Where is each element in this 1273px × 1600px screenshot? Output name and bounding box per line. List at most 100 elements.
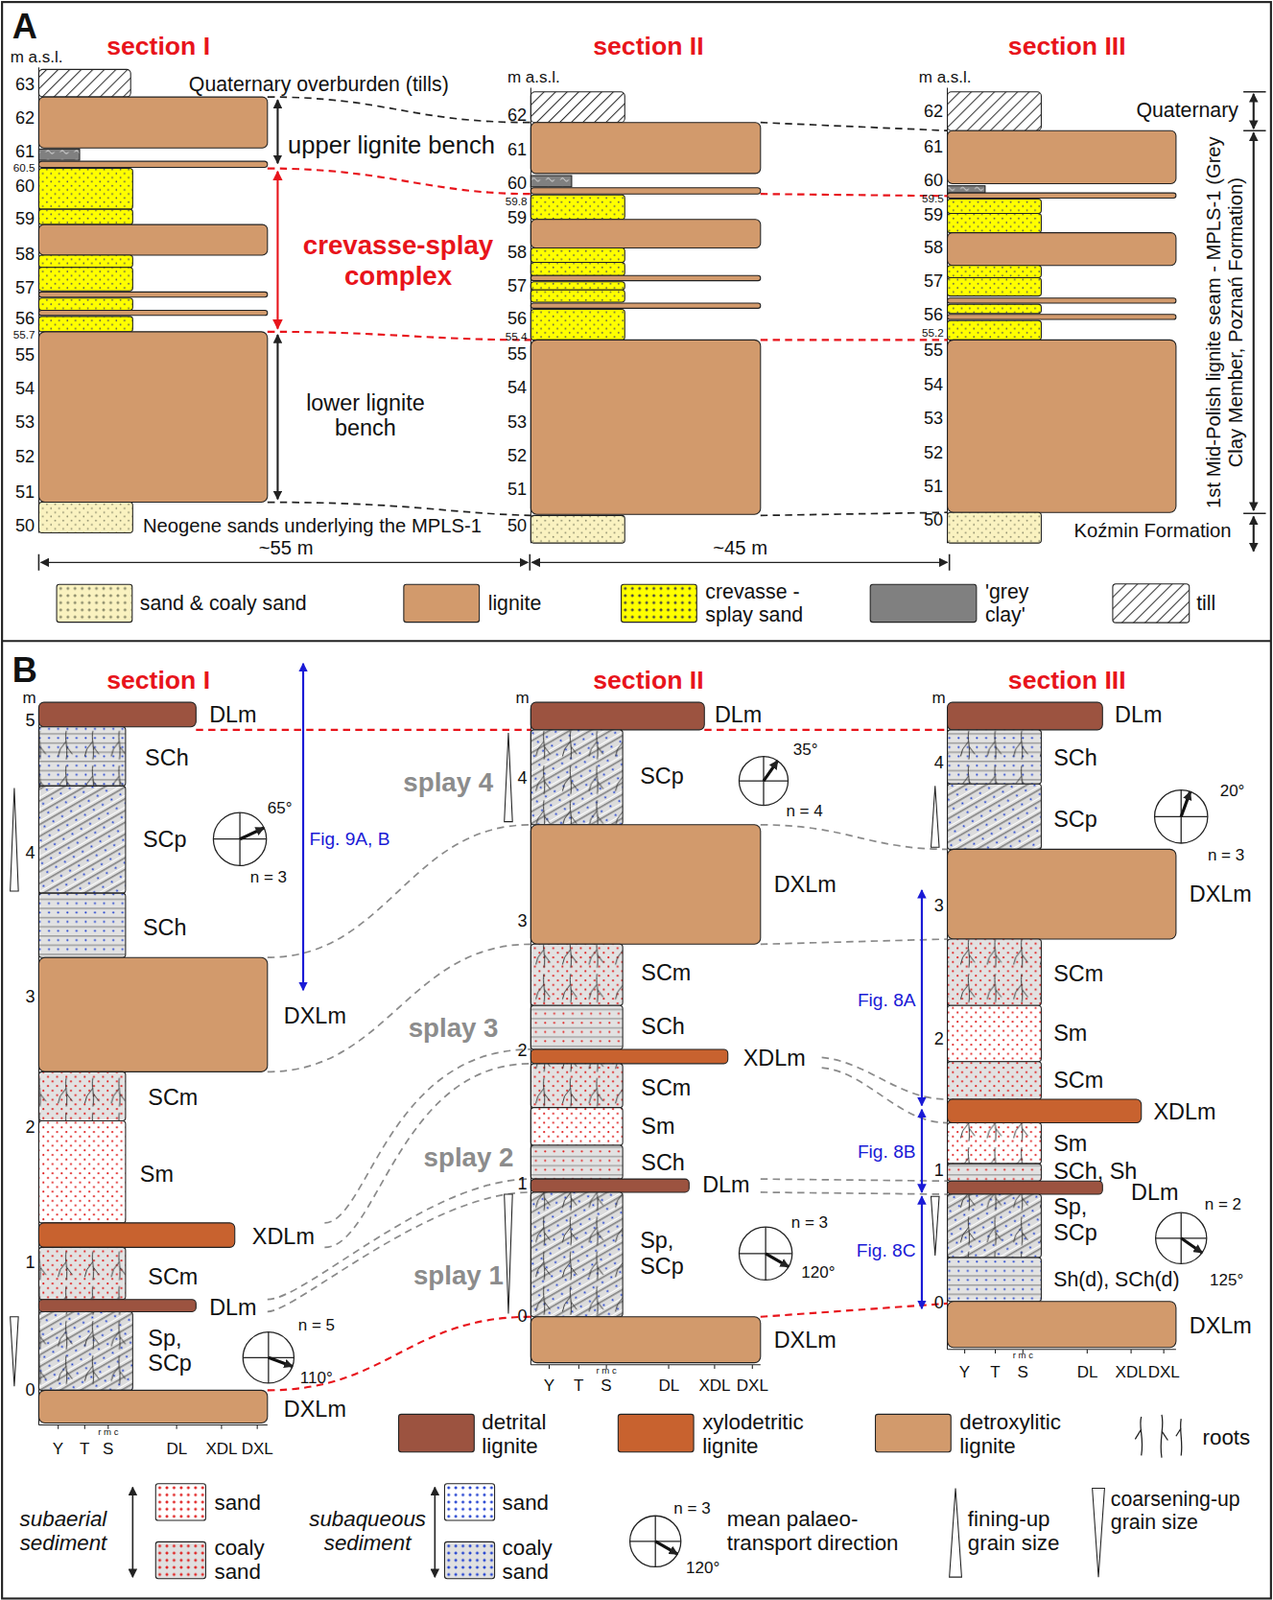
text-label: Sm <box>1053 1131 1087 1157</box>
text-label: upper lignite bench <box>287 130 496 159</box>
legend-swatch <box>444 1483 496 1521</box>
legend-text: 'grey clay' <box>985 579 1047 627</box>
scale-number: 55.4 <box>505 330 528 343</box>
scale-number: 4 <box>934 753 944 774</box>
text-label: DXL <box>241 1440 274 1461</box>
scale-number: 53 <box>15 412 35 433</box>
text-label: SCm <box>640 1074 691 1101</box>
text-label: SCh <box>1053 744 1098 771</box>
text-label: Y <box>959 1363 970 1383</box>
text-label: B <box>12 649 38 690</box>
text-label: ~45 m <box>712 537 768 560</box>
scale-number: 58 <box>507 242 527 263</box>
legend-text: lignite <box>488 591 543 615</box>
sample-count: n = 3 <box>250 869 287 889</box>
scale-number: 56 <box>15 308 35 330</box>
scale-number: 59 <box>15 209 35 230</box>
scale-number: 57 <box>923 271 943 292</box>
direction-angle: 35° <box>793 741 819 761</box>
text-label: XDL <box>698 1377 731 1397</box>
scale-number: 53 <box>923 408 943 429</box>
text-label: SCp <box>142 825 188 852</box>
text-label: T <box>79 1440 90 1461</box>
direction-angle: 120° <box>801 1263 835 1283</box>
scale-number: 5 <box>25 710 36 731</box>
legend-swatch <box>402 584 480 623</box>
text-label: section III <box>1008 30 1127 61</box>
scale-number: 52 <box>15 447 35 468</box>
text-label: 1st Mid-Polish lignite seam - MPLS-1 (Gr… <box>1202 133 1248 512</box>
legend-text: sand & coaly sand <box>140 591 307 615</box>
text-label: Fig. 9A, B <box>308 828 390 850</box>
text-label: SCp <box>639 762 684 789</box>
text-label: Sp, SCp <box>639 1227 702 1280</box>
scale-number: 2 <box>518 1040 528 1061</box>
legend-text: till <box>1196 591 1216 615</box>
scale-number: 51 <box>507 479 527 500</box>
legend-text: coarsening-up grain size <box>1110 1486 1265 1534</box>
text-label: S <box>1016 1363 1028 1383</box>
text-label: splay 1 <box>413 1260 504 1292</box>
text-label: subaqueous sediment <box>306 1507 429 1556</box>
legend-text: detroxylitic lignite <box>959 1410 1092 1460</box>
text-label: DXLm <box>1189 1312 1252 1339</box>
text-label: SCm <box>147 1263 198 1290</box>
legend-swatch <box>56 584 134 623</box>
text-label: Fig. 8C <box>856 1239 917 1261</box>
scale-number: 50 <box>923 510 943 531</box>
scale-number: 61 <box>923 137 943 158</box>
direction-angle: 65° <box>267 799 293 819</box>
text-label: DXLm <box>1189 880 1252 907</box>
text-label: Quaternary <box>1135 98 1238 122</box>
legend-text: sand <box>213 1490 260 1516</box>
text-label: DXL <box>736 1377 769 1397</box>
text-label: ~55 m <box>259 537 314 560</box>
text-label: SCh <box>144 744 189 771</box>
scale-number: 58 <box>15 244 35 265</box>
legend-swatch <box>155 1483 207 1521</box>
scale-number: 2 <box>934 1029 944 1050</box>
text-label: SCh <box>142 914 188 941</box>
text-label: DXLm <box>774 871 837 897</box>
text-label: DXLm <box>774 1326 837 1353</box>
scale-number: 0 <box>518 1306 528 1327</box>
scale-number: 55 <box>923 340 943 361</box>
text-label: XDLm <box>1153 1099 1216 1126</box>
text-label: m <box>932 688 946 708</box>
text-label: SCm <box>147 1084 198 1111</box>
text-label: r m c <box>1013 1350 1034 1362</box>
scale-number: 62 <box>507 105 527 126</box>
legend-swatch <box>870 584 978 623</box>
scale-number: 59 <box>923 205 943 226</box>
text-label: XDL <box>1115 1363 1148 1383</box>
scale-number: 55 <box>507 344 527 365</box>
legend-text: roots <box>1202 1425 1251 1451</box>
scale-number: 57 <box>507 276 527 297</box>
scale-number: 1 <box>25 1252 36 1273</box>
text-label: Fig. 8A <box>857 990 917 1012</box>
text-label: DLm <box>702 1171 750 1198</box>
scale-number: 50 <box>507 516 527 537</box>
text-label: XDL <box>205 1440 237 1461</box>
text-label: S <box>600 1377 612 1397</box>
text-label: Koźmin Formation <box>1073 519 1231 543</box>
scale-number: 4 <box>518 768 528 789</box>
legend-swatch <box>620 584 698 623</box>
text-label: DXLm <box>283 1003 347 1030</box>
scale-number: 60.5 <box>13 161 36 174</box>
legend-text: sand <box>502 1490 549 1516</box>
direction-angle: 120° <box>685 1558 720 1579</box>
text-label: lower lignite bench <box>281 389 450 442</box>
text-label: Sm <box>1053 1020 1087 1047</box>
text-label: DLm <box>1114 702 1162 729</box>
text-label: DL <box>658 1377 680 1397</box>
text-label: DLm <box>714 702 762 729</box>
text-label: splay 2 <box>424 1143 515 1175</box>
scale-number: 60 <box>507 173 527 194</box>
scale-number: 50 <box>15 516 35 537</box>
legend-text: mean palaeo- transport direction <box>727 1507 932 1556</box>
scale-number: 51 <box>15 482 35 503</box>
text-label: Fig. 8B <box>857 1140 917 1162</box>
scale-number: 55.2 <box>921 326 944 339</box>
text-label: Y <box>543 1377 555 1397</box>
